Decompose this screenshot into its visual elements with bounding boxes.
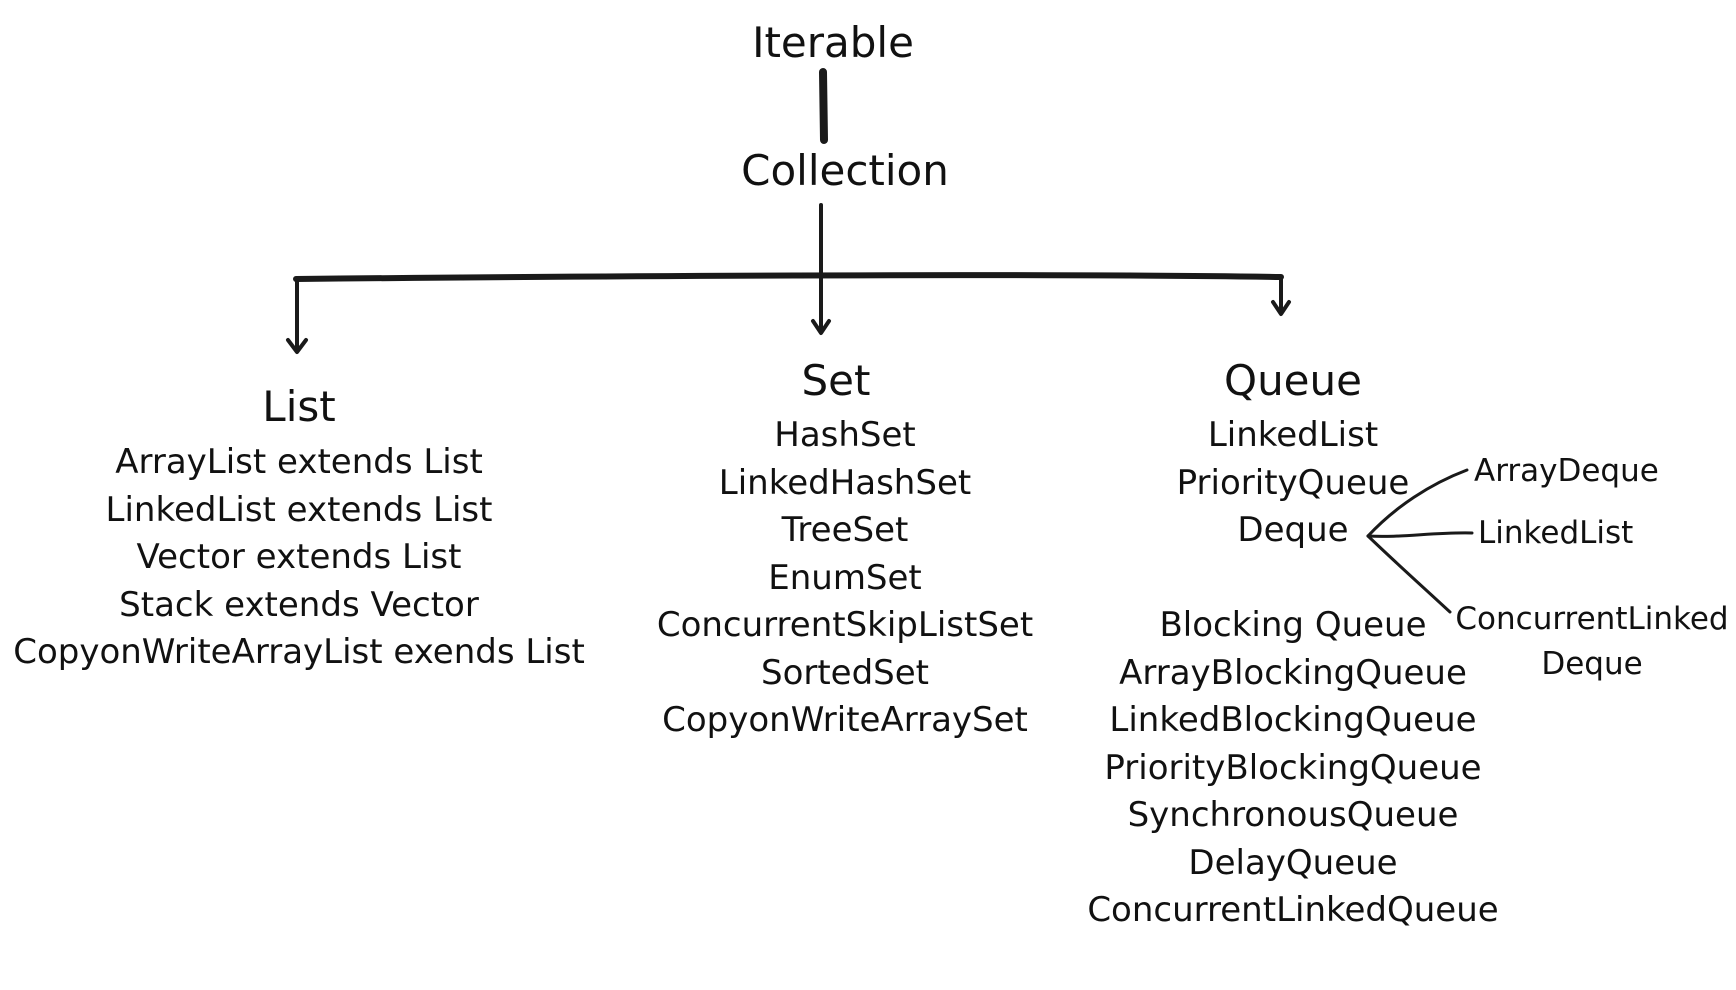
set-item: TreeSet	[781, 510, 909, 550]
list-item: CopyonWriteArrayList exends List	[13, 632, 585, 672]
blocking-queue-items: Blocking Queue ArrayBlockingQueue Linked…	[1087, 602, 1498, 935]
blocking-queue-item: LinkedBlockingQueue	[1109, 700, 1477, 740]
list-item: Vector extends List	[136, 537, 462, 577]
deque-child-line: ConcurrentLinked	[1455, 601, 1729, 637]
queue-title: Queue	[1224, 356, 1362, 405]
collection-label: Collection	[741, 146, 949, 195]
iterable-to-collection-line	[819, 68, 828, 144]
list-item: ArrayList extends List	[115, 442, 483, 482]
horizontal-bar-line	[293, 272, 1284, 282]
deque-child-linkedlist: LinkedList	[1478, 515, 1634, 551]
iterable-label: Iterable	[752, 18, 914, 67]
blocking-queue-item: SynchronousQueue	[1127, 795, 1459, 835]
deque-to-concurrentlinked-line	[1366, 534, 1452, 614]
blocking-queue-item: ConcurrentLinkedQueue	[1087, 890, 1499, 930]
deque-to-linkedlist-line	[1366, 531, 1474, 538]
deque-child-concurrentlinkeddeque: ConcurrentLinked Deque	[1455, 597, 1728, 687]
list-item: LinkedList extends List	[105, 489, 493, 530]
queue-item: LinkedList	[1207, 415, 1379, 455]
set-item: SortedSet	[760, 652, 930, 693]
set-item: HashSet	[774, 415, 916, 455]
blocking-queue-item: DelayQueue	[1188, 842, 1398, 883]
queue-item: PriorityQueue	[1176, 462, 1410, 503]
blocking-queue-item: ArrayBlockingQueue	[1119, 652, 1467, 693]
queue-item-deque: Deque	[1237, 510, 1349, 550]
list-title: List	[262, 382, 336, 431]
blocking-queue-item: PriorityBlockingQueue	[1104, 747, 1482, 788]
set-title: Set	[801, 356, 871, 405]
deque-child-arraydeque: ArrayDeque	[1474, 453, 1659, 489]
list-arrowhead	[286, 338, 308, 354]
set-arrowhead	[811, 319, 831, 335]
set-item: LinkedHashSet	[718, 462, 972, 503]
deque-child-line: Deque	[1541, 646, 1643, 682]
blocking-queue-title: Blocking Queue	[1159, 605, 1427, 645]
list-items: ArrayList extends List LinkedList extend…	[13, 439, 585, 677]
deque-to-arraydeque-line	[1366, 468, 1469, 538]
set-items: HashSet LinkedHashSet TreeSet EnumSet Co…	[657, 412, 1033, 745]
set-item: EnumSet	[768, 557, 922, 598]
queue-items: LinkedList PriorityQueue Deque	[1177, 412, 1410, 555]
queue-arrowhead	[1271, 300, 1291, 316]
set-item: CopyonWriteArraySet	[662, 700, 1028, 740]
list-item: Stack extends Vector	[119, 584, 479, 625]
set-item: ConcurrentSkipListSet	[656, 605, 1034, 645]
